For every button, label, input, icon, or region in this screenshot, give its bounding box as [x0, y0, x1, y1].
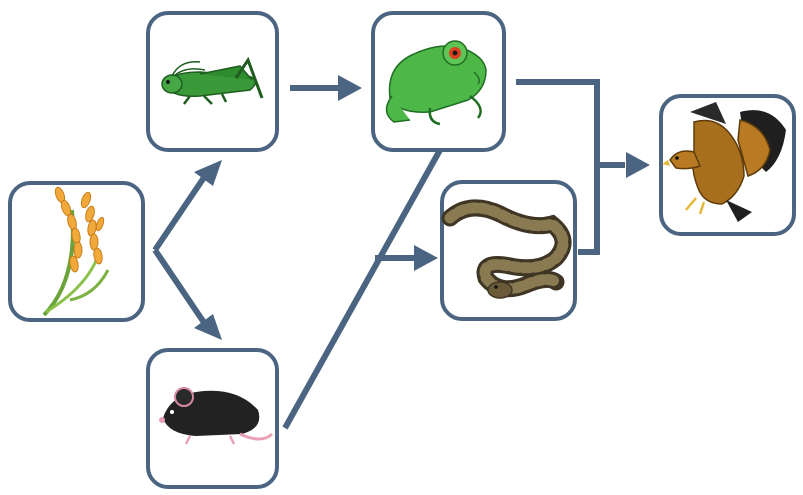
card-snake: [440, 180, 577, 321]
link-rice-mouse: [152, 248, 208, 326]
eagle-icon: [662, 102, 786, 222]
arrowhead-grasshopper-frog: [338, 75, 362, 101]
mouse-icon: [159, 387, 274, 445]
arrowhead-eagle: [626, 152, 650, 178]
arrowhead-rice-mouse: [194, 314, 222, 340]
snake-icon: [441, 199, 572, 299]
card-mouse: [146, 348, 279, 489]
card-frog: [371, 11, 506, 152]
card-rice: [8, 181, 145, 322]
card-grasshopper: [146, 11, 279, 152]
rice-plant-icon: [42, 186, 110, 317]
grasshopper-icon: [161, 56, 264, 105]
link-mouse-diagonal: [282, 148, 443, 430]
frog-icon: [385, 40, 487, 126]
card-eagle: [659, 94, 796, 236]
arrowhead-mouse-snake: [414, 245, 438, 271]
arrowhead-rice-grasshopper: [194, 160, 222, 186]
link-rice-grasshopper: [152, 174, 208, 252]
connectors: [152, 75, 650, 430]
